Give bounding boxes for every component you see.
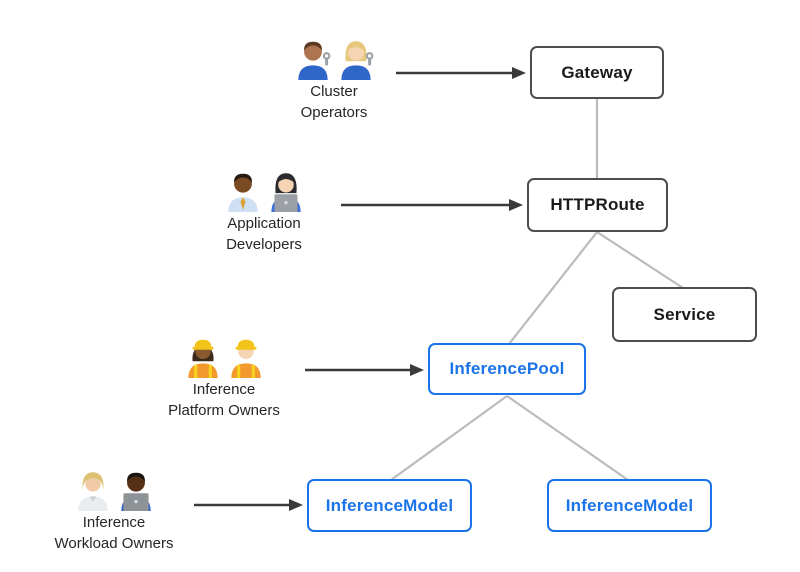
node-service: Service bbox=[612, 287, 757, 342]
cluster-operators-label: Cluster Operators bbox=[301, 81, 368, 123]
cluster-operators-label-line1: Cluster bbox=[310, 83, 358, 100]
health-worker-icon bbox=[77, 472, 108, 511]
node-gateway: Gateway bbox=[530, 46, 664, 99]
cluster-operators-label-line2: Operators bbox=[300, 104, 368, 121]
inference-platform-owners-label-line2: Platform Owners bbox=[168, 402, 280, 419]
inference-platform-owners-label: Inference Platform Owners bbox=[168, 379, 280, 421]
node-inferencemodel-2: InferenceModel bbox=[547, 479, 712, 532]
node-inferencemodel-1: InferenceModel bbox=[307, 479, 472, 532]
woman-construction-worker-icon bbox=[187, 339, 218, 378]
cluster-operators-people bbox=[294, 36, 375, 80]
woman-technologist-icon bbox=[270, 173, 301, 212]
actor-inference-platform-owners: Inference Platform Owners bbox=[134, 334, 314, 421]
actor-cluster-operators: Cluster Operators bbox=[244, 36, 424, 123]
actor-application-developers: Application Developers bbox=[174, 168, 354, 255]
application-developers-people bbox=[224, 168, 305, 212]
inference-platform-owners-people bbox=[184, 334, 265, 378]
inference-workload-owners-label-line2: Workload Owners bbox=[54, 535, 174, 552]
actor-arrows bbox=[194, 67, 526, 511]
man-construction-worker-icon bbox=[230, 339, 261, 378]
inference-platform-owners-label-line1: Inference bbox=[192, 381, 256, 398]
man-mechanic-icon bbox=[297, 41, 330, 80]
node-inferencepool: InferencePool bbox=[428, 343, 586, 395]
inference-workload-owners-label: Inference Workload Owners bbox=[55, 512, 174, 554]
actor-inference-workload-owners: Inference Workload Owners bbox=[24, 467, 204, 554]
application-developers-label-line2: Developers bbox=[226, 236, 302, 253]
application-developers-label-line1: Application bbox=[227, 215, 301, 232]
woman-mechanic-icon bbox=[340, 41, 373, 80]
node-httproute: HTTPRoute bbox=[527, 178, 668, 232]
man-technologist-icon bbox=[120, 472, 151, 511]
inference-workload-owners-label-line1: Inference bbox=[82, 514, 146, 531]
man-office-worker-icon bbox=[227, 173, 258, 212]
application-developers-label: Application Developers bbox=[226, 213, 302, 255]
inference-workload-owners-people bbox=[74, 467, 155, 511]
